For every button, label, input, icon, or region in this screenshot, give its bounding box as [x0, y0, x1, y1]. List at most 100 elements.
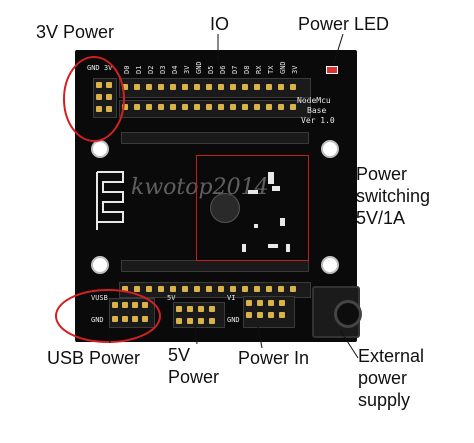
label-power-switching-line1: Power [356, 164, 408, 184]
header-pin [246, 312, 252, 318]
header-pin [230, 84, 236, 90]
header-pin [268, 300, 274, 306]
header-pin [112, 302, 118, 308]
header-pin [218, 84, 224, 90]
header-pin [122, 286, 128, 292]
power-switching-region [196, 155, 309, 261]
header-pin [194, 84, 200, 90]
silk-title-line1: NodeMcu [297, 96, 331, 105]
label-power-in: Power In [238, 348, 310, 368]
antenna-trace [96, 171, 124, 230]
header-pin [146, 84, 152, 90]
header-pin [176, 306, 182, 312]
header-pin [206, 104, 212, 110]
header-pin [254, 84, 260, 90]
header-pin [132, 316, 138, 322]
header-pin [142, 316, 148, 322]
label-io: IO [210, 14, 230, 34]
header-pin [206, 84, 212, 90]
header-pin [158, 84, 164, 90]
arrow-5v [194, 325, 198, 345]
header-pin [158, 104, 164, 110]
header-pin [194, 286, 200, 292]
header-pin [106, 106, 112, 112]
label-power-switching-line3: 5V/1A [356, 208, 406, 228]
header-pin [106, 82, 112, 88]
smd-component-8 [254, 224, 258, 228]
dc-power-jack [312, 286, 362, 338]
header-pin [230, 104, 236, 110]
header-pin [198, 318, 204, 324]
header-pin [290, 84, 296, 90]
header-pin [146, 104, 152, 110]
header-pin [278, 84, 284, 90]
header-io-top-2 [119, 100, 311, 118]
header-pin [142, 302, 148, 308]
label-5v-line1: 5V [168, 345, 191, 365]
inductor-component [210, 193, 240, 223]
dc-jack-hole [334, 300, 362, 328]
header-pin [206, 286, 212, 292]
mounting-hole-bottom-left [91, 256, 109, 274]
label-usb-power: USB Power [47, 348, 141, 368]
smd-component-4 [280, 218, 285, 226]
header-pin [170, 84, 176, 90]
socket-row-top [121, 132, 309, 144]
header-pin [242, 84, 248, 90]
smd-component-7 [286, 244, 290, 252]
header-pin [266, 84, 272, 90]
label-5v-power: 5V Power [168, 344, 219, 388]
label-power-switching: Power switching 5V/1A [356, 163, 430, 229]
header-pin [257, 300, 263, 306]
silk-gnd-usb: GND [91, 316, 104, 324]
silk-5v: 5V [167, 294, 176, 302]
header-pin [134, 84, 140, 90]
header-pin [230, 286, 236, 292]
silk-gnd-3v: GND 3V [87, 64, 113, 72]
header-pin [134, 286, 140, 292]
header-pin [146, 286, 152, 292]
watermark-text: kwotop2014 [131, 175, 269, 200]
header-pin [278, 286, 284, 292]
header-pin [218, 104, 224, 110]
silk-title-line2: Base [307, 106, 327, 115]
header-pin [279, 300, 285, 306]
header-pin [242, 104, 248, 110]
arrow-power-led [332, 33, 344, 67]
label-power-switching-line2: switching [356, 186, 431, 206]
smd-component-2 [272, 186, 280, 191]
header-pin [170, 104, 176, 110]
header-pin [182, 84, 188, 90]
silk-title-line3: Ver 1.0 [301, 116, 335, 125]
header-pin [268, 312, 274, 318]
circle-3v-power [63, 56, 125, 142]
circle-usb-power [55, 289, 161, 343]
header-pin [266, 104, 272, 110]
header-pin [182, 104, 188, 110]
power-led [326, 66, 338, 74]
header-pin [194, 104, 200, 110]
header-pin [257, 312, 263, 318]
header-pin [187, 318, 193, 324]
header-pin [279, 312, 285, 318]
header-pin [170, 286, 176, 292]
smd-component-1 [268, 172, 274, 184]
header-pin [106, 94, 112, 100]
smd-component-5 [268, 244, 278, 248]
header-pin [112, 316, 118, 322]
header-pin [266, 286, 272, 292]
silk-vi: VI [227, 294, 236, 302]
header-pin [134, 104, 140, 110]
mounting-hole-bottom-right [321, 256, 339, 274]
label-5v-line2: Power [168, 367, 220, 387]
label-external-line2: power [358, 368, 408, 388]
header-pin [122, 104, 128, 110]
header-pin [290, 286, 296, 292]
label-power-led: Power LED [298, 14, 390, 34]
label-external-line3: supply [358, 390, 411, 410]
header-pin [254, 104, 260, 110]
header-pin [122, 302, 128, 308]
header-pin [209, 306, 215, 312]
header-pin [187, 306, 193, 312]
